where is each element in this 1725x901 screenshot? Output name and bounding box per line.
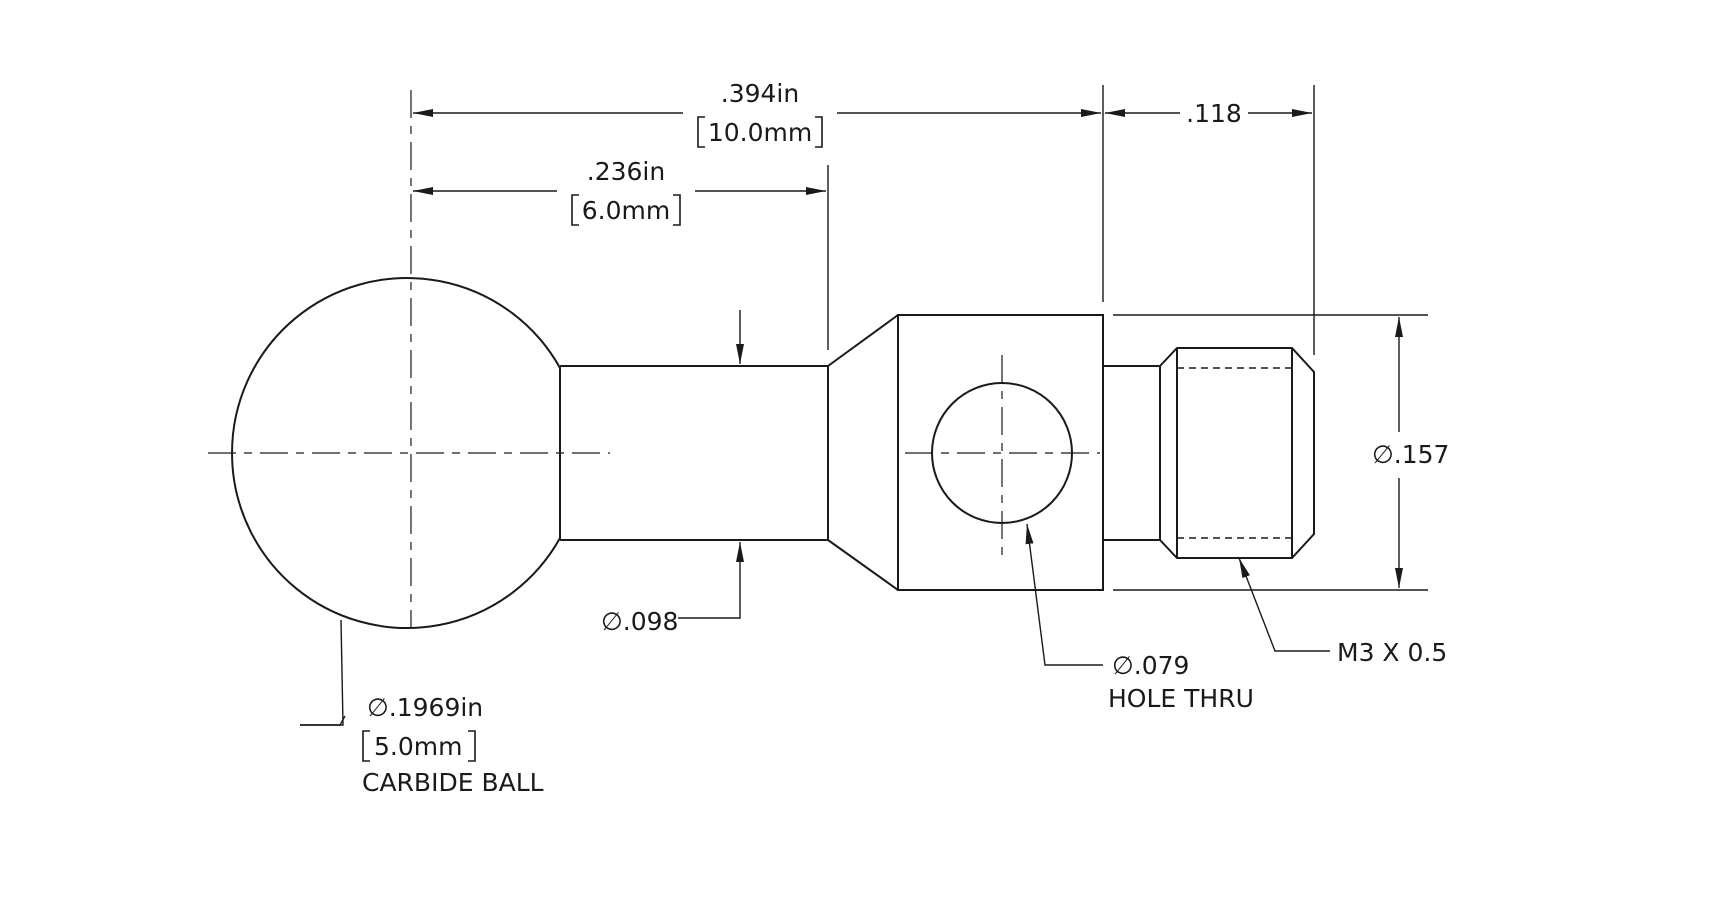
shank-diameter-value: .098 — [623, 607, 679, 636]
label-ball-diameter: ∅.1969in — [367, 693, 483, 722]
diameter-symbol: ∅ — [601, 607, 623, 636]
dimension-lines — [413, 109, 1403, 619]
label-thread-spec: M3 X 0.5 — [1337, 638, 1447, 667]
labels: .394in 10.0mm .236in 6.0mm .118 ∅.157 ∅.… — [362, 79, 1449, 797]
bracket-ball-right — [468, 730, 476, 762]
leader-hole — [1025, 523, 1103, 666]
bracket-overall-left — [697, 116, 705, 148]
part-outline — [231, 277, 1315, 629]
diameter-symbol: ∅ — [1372, 440, 1394, 469]
hole-diameter-value: .079 — [1134, 651, 1190, 680]
label-hole-note: HOLE THRU — [1108, 684, 1254, 713]
leaders — [300, 523, 1330, 726]
taper-bottom — [827, 539, 899, 591]
label-ball-diameter-metric: 5.0mm — [374, 732, 462, 761]
leader-ball-line — [300, 619, 344, 726]
label-overall-length-imperial: .394in — [721, 79, 799, 108]
extension-lines — [827, 85, 1428, 591]
bracket-shank-right — [673, 194, 681, 226]
label-shank-length-metric: 6.0mm — [582, 196, 670, 225]
leader-thread — [1238, 557, 1330, 652]
label-thread-length: .118 — [1186, 99, 1242, 128]
label-shank-diameter: ∅.098 — [601, 607, 678, 636]
diameter-symbol: ∅ — [367, 693, 389, 722]
label-shank-length-imperial: .236in — [587, 157, 665, 186]
bracket-ball-left — [362, 730, 370, 762]
label-hole-diameter: ∅.079 — [1112, 651, 1189, 680]
label-ball-note: CARBIDE BALL — [362, 768, 544, 797]
body-diameter-value: .157 — [1394, 440, 1450, 469]
diameter-symbol: ∅ — [1112, 651, 1134, 680]
leader-ball — [300, 715, 346, 726]
thread-outline — [1159, 347, 1315, 559]
ball-diameter-value: .1969in — [389, 693, 483, 722]
taper-top — [827, 314, 899, 367]
body-block — [897, 314, 1104, 591]
bracket-shank-left — [571, 194, 579, 226]
bracket-overall-right — [815, 116, 823, 148]
dim-shank-dia-leader — [678, 542, 744, 619]
label-body-diameter: ∅.157 — [1372, 440, 1449, 469]
center-lines — [208, 90, 1100, 628]
label-overall-length-metric: 10.0mm — [708, 118, 812, 147]
